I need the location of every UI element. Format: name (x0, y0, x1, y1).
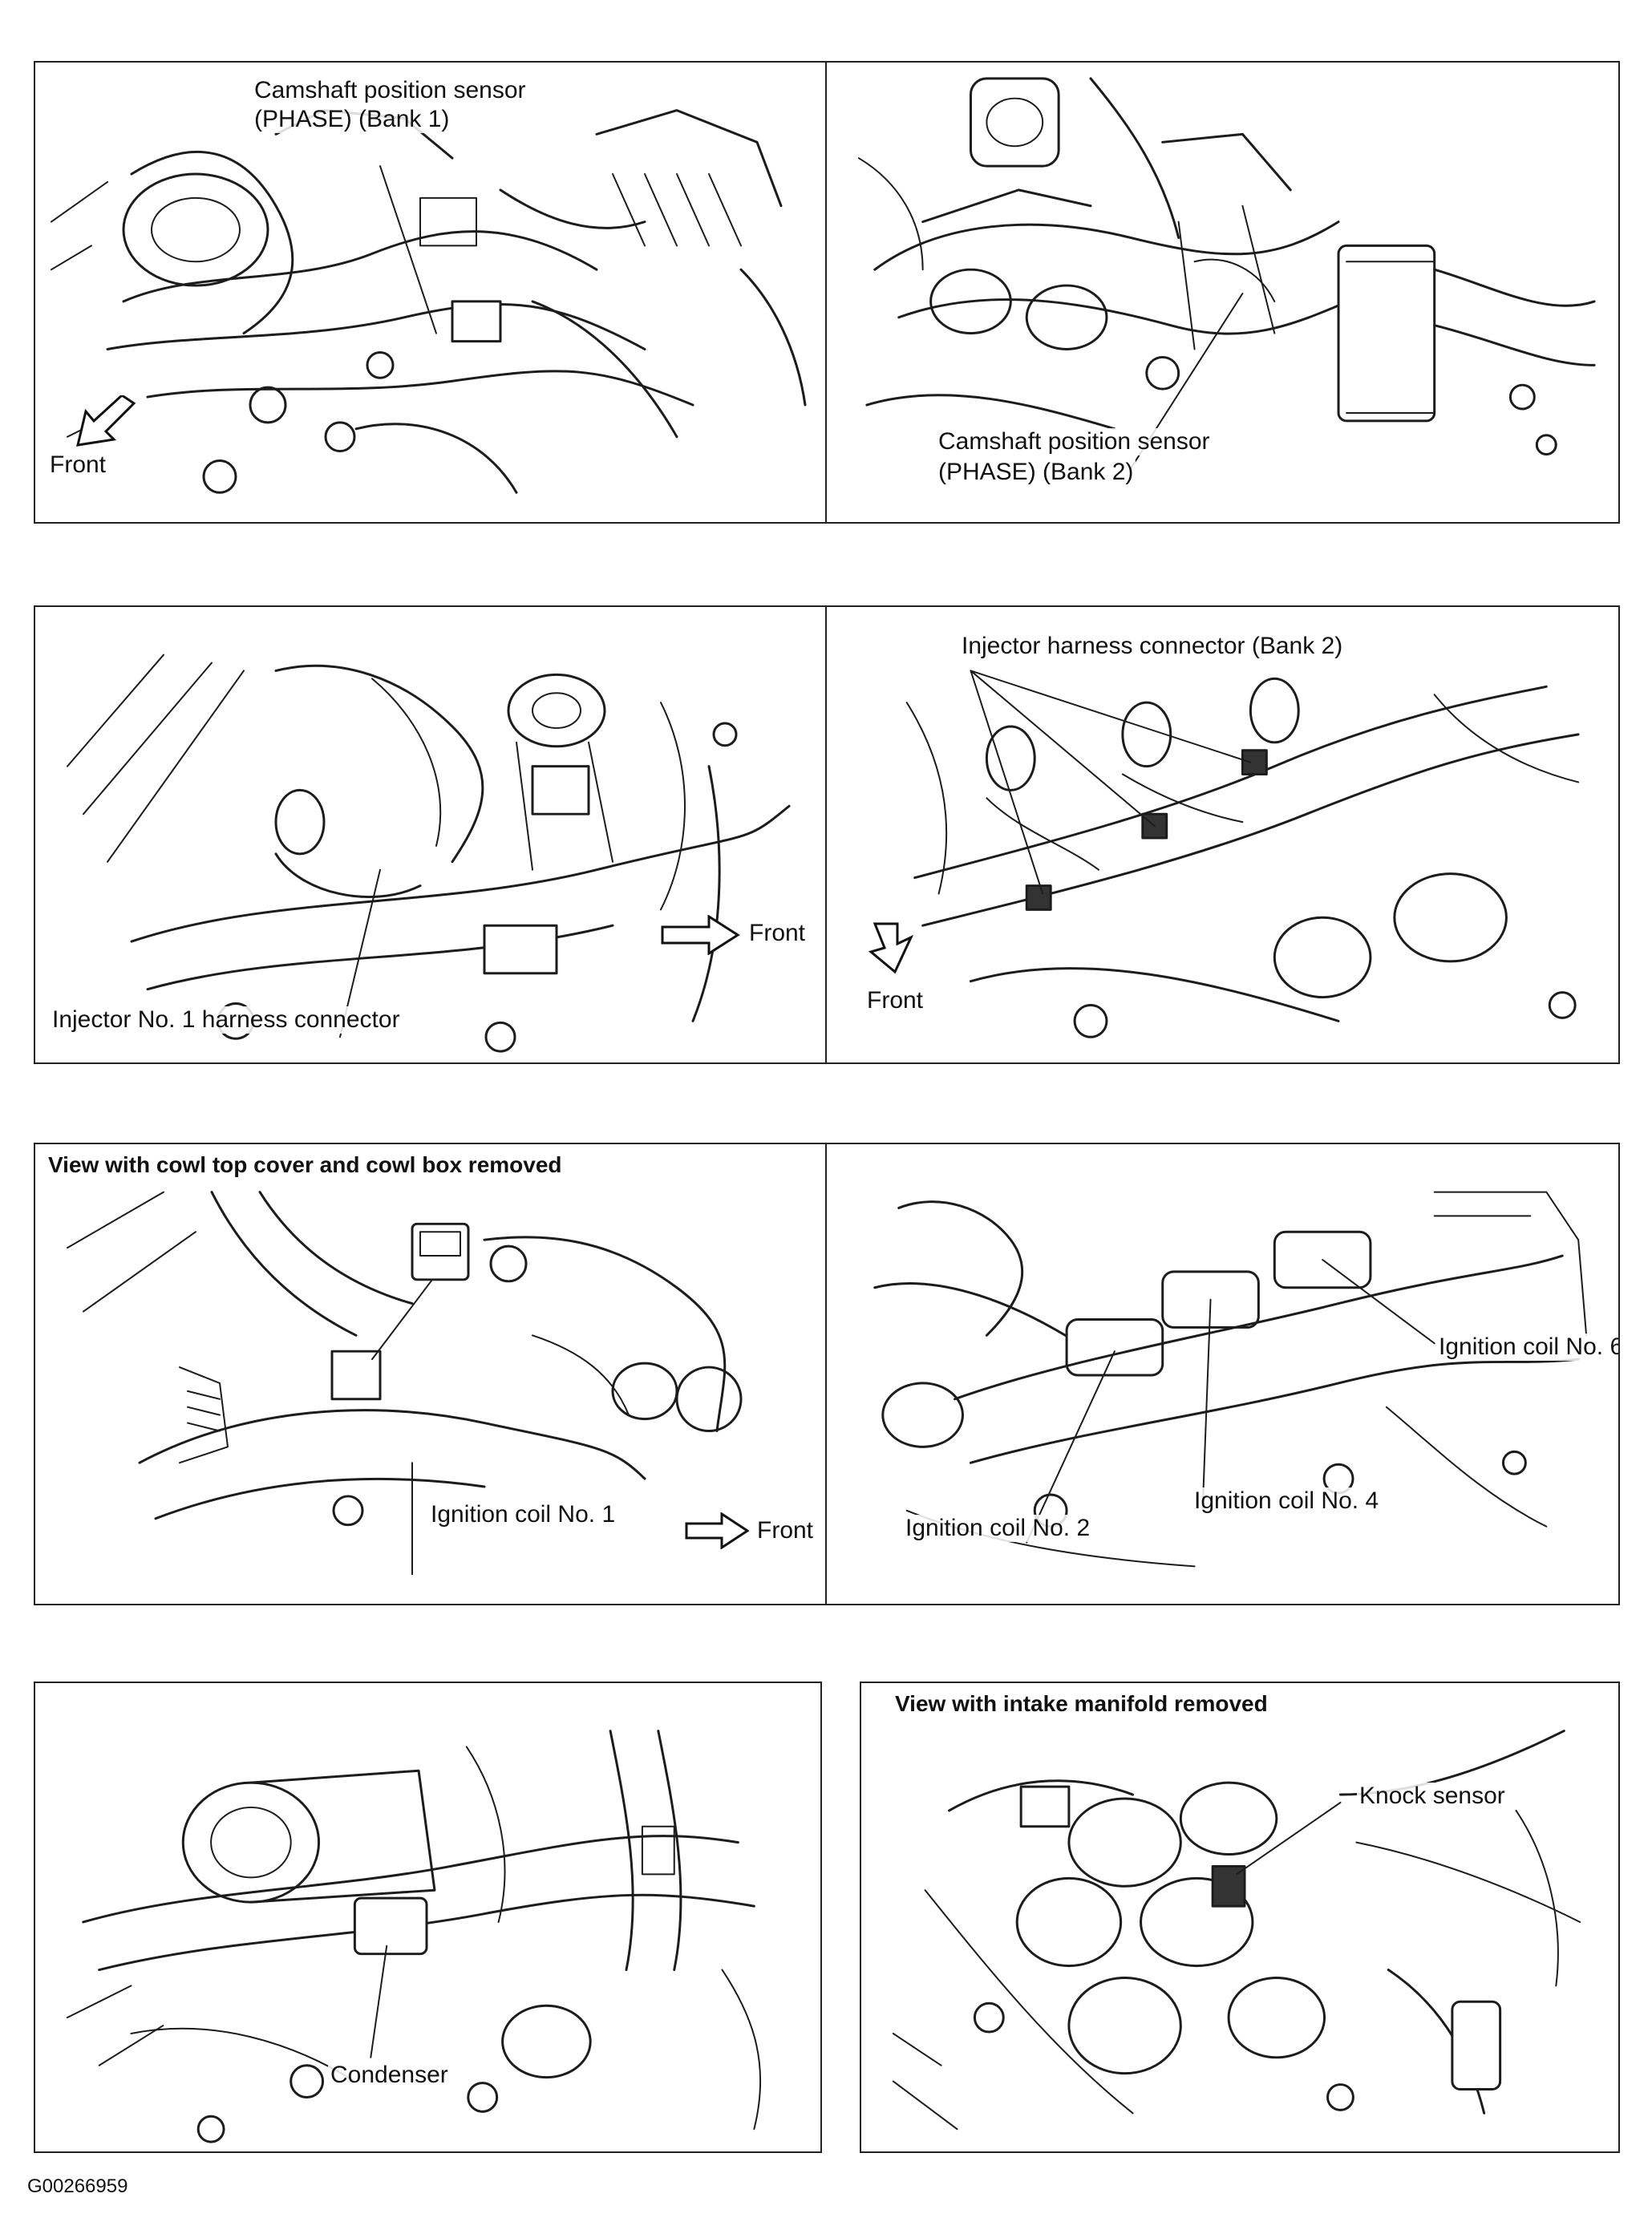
panel-divider (825, 1144, 827, 1604)
callout-camshaft-sensor-bank-2-line-1: Camshaft position sensor (936, 428, 1213, 455)
subpanel-injector-bank-2: Injector harness connector (Bank 2) Fron… (827, 607, 1618, 1062)
subpanel-camshaft-sensor-bank-2: Camshaft position sensor (PHASE) (Bank 2… (827, 63, 1618, 522)
callout-camshaft-sensor-bank-2-line-2: (PHASE) (Bank 2) (936, 459, 1136, 486)
subpanel-ignition-coils-bank-2: Ignition coil No. 6 Ignition coil No. 4 … (827, 1144, 1618, 1604)
front-arrow-icon (685, 1512, 749, 1549)
callout-injector-bank-2: Injector harness connector (Bank 2) (959, 633, 1346, 660)
diagram-panel-row-4-right: View with intake manifold removed Knock … (860, 1682, 1620, 2153)
callout-ignition-coil-no-6: Ignition coil No. 6 (1436, 1334, 1618, 1361)
front-indicator: Front (50, 395, 162, 484)
panel-divider (825, 607, 827, 1062)
front-indicator: Front (661, 912, 821, 960)
engine-drawing-bank-1 (51, 109, 807, 494)
panel-divider (825, 63, 827, 522)
front-arrow-icon (868, 922, 914, 974)
callout-camshaft-sensor-line-1: Camshaft position sensor (252, 77, 528, 104)
subpanel-ignition-coil-no-1: View with cowl top cover and cowl box re… (35, 1144, 825, 1604)
diagram-panel-row-2: Injector No. 1 harness connector Front (34, 605, 1620, 1064)
front-label: Front (867, 987, 924, 1014)
subpanel-condenser: Condenser (35, 1683, 820, 2151)
engine-drawing-bank-2 (857, 77, 1596, 470)
figure-code: G00266959 (27, 2175, 128, 2197)
front-indicator: Front (867, 920, 979, 1032)
callout-injector-no-1: Injector No. 1 harness connector (50, 1006, 403, 1034)
callout-condenser: Condenser (328, 2062, 451, 2089)
panel-title: View with intake manifold removed (892, 1691, 1271, 1717)
subpanel-knock-sensor: View with intake manifold removed Knock … (861, 1683, 1618, 2151)
front-label: Front (757, 1517, 814, 1544)
front-indicator: Front (685, 1509, 825, 1557)
engine-drawing-condenser (66, 1730, 762, 2143)
panel-title: View with cowl top cover and cowl box re… (45, 1152, 565, 1178)
front-arrow-icon (76, 395, 136, 447)
diagram-panel-row-1: Camshaft position sensor (PHASE) (Bank 1… (34, 61, 1620, 524)
front-label: Front (50, 451, 107, 478)
subpanel-camshaft-sensor-bank-1: Camshaft position sensor (PHASE) (Bank 1… (35, 63, 825, 522)
callout-ignition-coil-no-4: Ignition coil No. 4 (1192, 1487, 1382, 1515)
engine-drawing-injector-1 (67, 654, 791, 1053)
front-label: Front (749, 920, 806, 946)
engine-drawing-injector-bank-2 (905, 670, 1580, 1038)
engine-drawing-ignition-1 (67, 1191, 743, 1576)
engine-drawing-knock-sensor (892, 1730, 1581, 2131)
diagram-panel-row-4: Condenser (34, 1682, 822, 2153)
callout-ignition-coil-no-2: Ignition coil No. 2 (903, 1515, 1093, 1542)
callout-knock-sensor: Knock sensor (1357, 1783, 1508, 1810)
callout-ignition-coil-no-1: Ignition coil No. 1 (428, 1501, 618, 1528)
callout-camshaft-sensor-line-2: (PHASE) (Bank 1) (252, 106, 452, 133)
front-arrow-icon (661, 915, 740, 955)
subpanel-injector-no-1: Injector No. 1 harness connector Front (35, 607, 825, 1062)
diagram-panel-row-3: View with cowl top cover and cowl box re… (34, 1143, 1620, 1605)
